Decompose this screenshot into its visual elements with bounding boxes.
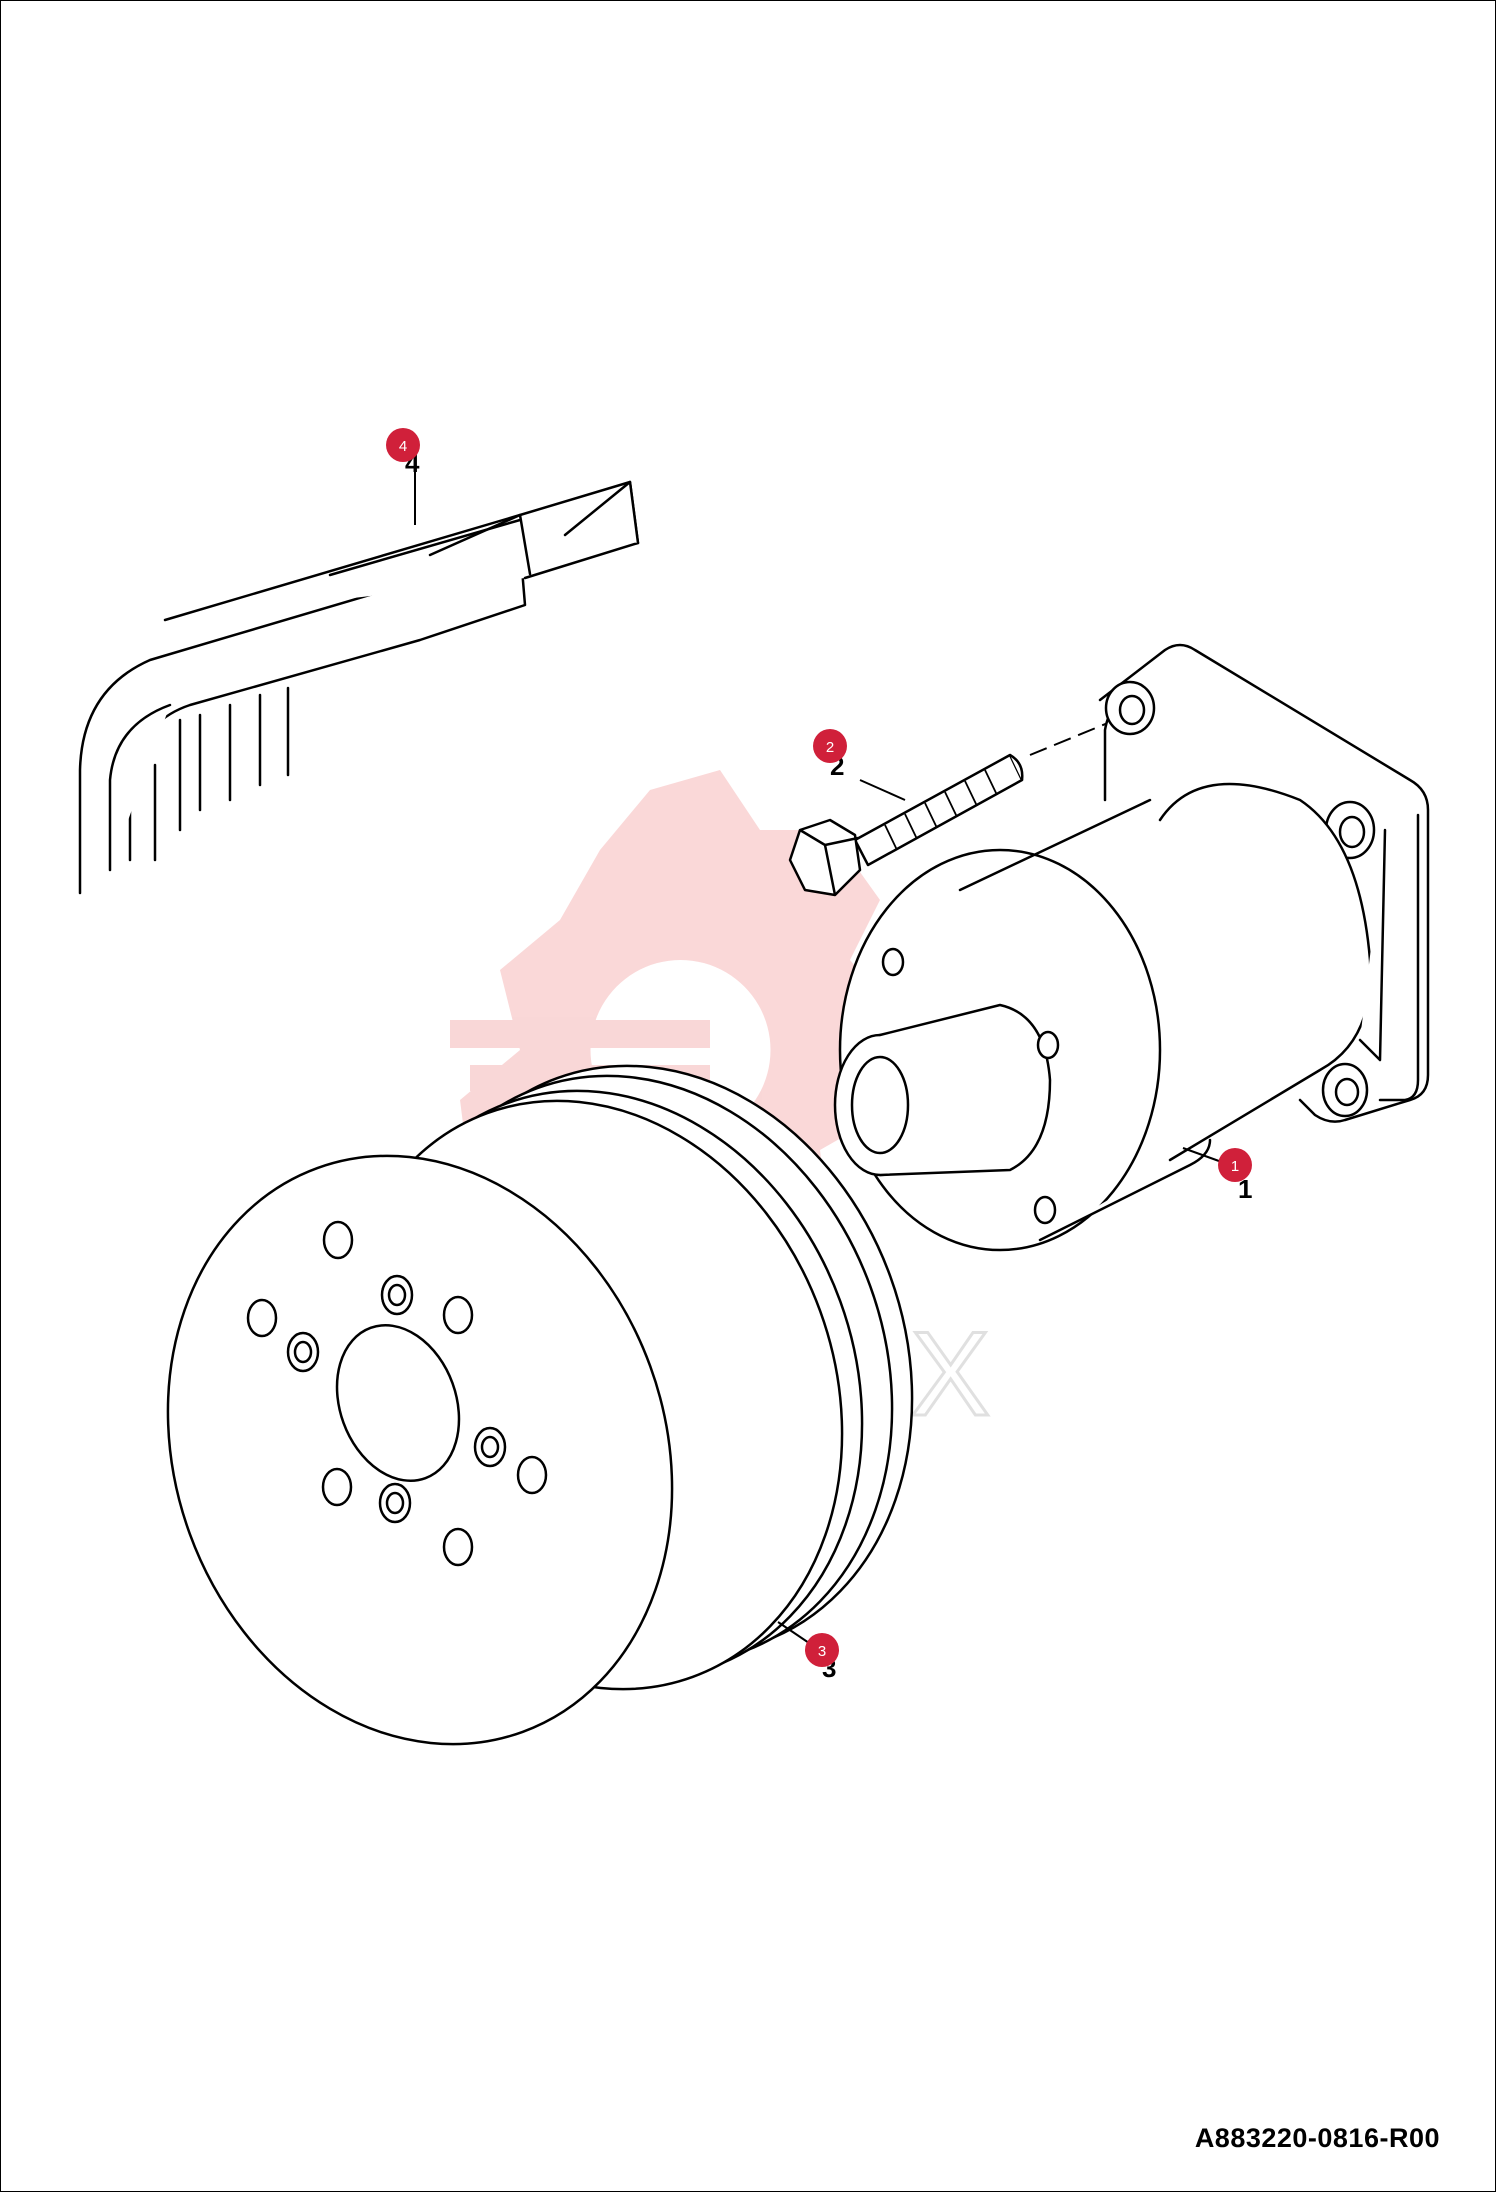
pulley [166, 1064, 914, 1746]
leader-lines [414, 470, 1231, 1646]
bolt [788, 717, 1121, 897]
callout-marker-text-1: 1 [1231, 1158, 1239, 1175]
callout-marker-text-2: 2 [826, 739, 834, 756]
callout-marker-text-4: 4 [399, 438, 407, 455]
callout-label-1: 1 [1238, 1174, 1252, 1204]
callout-marker-1[interactable] [1218, 1148, 1252, 1182]
callout-marker-3[interactable] [805, 1633, 839, 1667]
callout-marker-text-3: 3 [818, 1643, 826, 1660]
callout-marker-2[interactable] [813, 729, 847, 763]
callout-4[interactable]: 4 4 [386, 428, 420, 478]
pump-housing [833, 643, 1430, 1252]
v-belt [78, 480, 640, 895]
callout-3[interactable]: 3 3 [805, 1633, 839, 1683]
callout-marker-4[interactable] [386, 428, 420, 462]
callout-2[interactable]: 2 2 [813, 729, 847, 781]
callout-1[interactable]: 1 1 [1218, 1148, 1252, 1204]
drawing-code: A883220-0816-R00 [1194, 2123, 1440, 2153]
